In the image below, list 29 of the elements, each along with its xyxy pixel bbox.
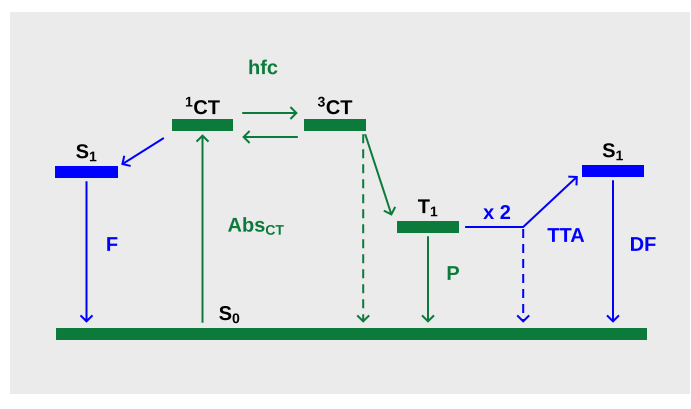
arrow [465, 226, 530, 323]
edge-label: F [104, 236, 120, 252]
node-label: S$_{1}$ [602, 143, 623, 160]
node-label: $^{3}$CT [318, 96, 352, 114]
node-label: S$_{1}$ [76, 144, 96, 162]
energy-level: $^{1}$CT [172, 96, 233, 131]
edge-label: hfc [247, 58, 279, 76]
arrow [242, 106, 298, 120]
edge-label: TTA [546, 227, 586, 243]
energy-level: S$_{1}$ [55, 144, 118, 178]
edge-label: P [445, 265, 461, 281]
energy-level: S$_{1}$ [582, 143, 644, 177]
arrow [196, 134, 210, 323]
node-label: T$_{1}$ [418, 199, 438, 216]
arrow [421, 236, 435, 323]
energy-level: $^{3}$CT [304, 96, 366, 131]
edge-label: Abs$_{CT}$ [226, 216, 286, 236]
multiplier-label: x 2 [482, 204, 512, 220]
node-label: S$_{0}$ [219, 306, 240, 324]
arrow [364, 134, 396, 216]
arrow [606, 180, 620, 323]
energy-level: T$_{1}$ [397, 199, 459, 233]
edge-label: DF [628, 236, 658, 252]
node-label: $^{1}$CT [186, 96, 220, 114]
arrow [356, 134, 370, 323]
arrow [121, 137, 164, 167]
arrow [242, 130, 298, 144]
arrow [80, 181, 94, 323]
energy-level: S$_{0}$ [56, 306, 647, 340]
